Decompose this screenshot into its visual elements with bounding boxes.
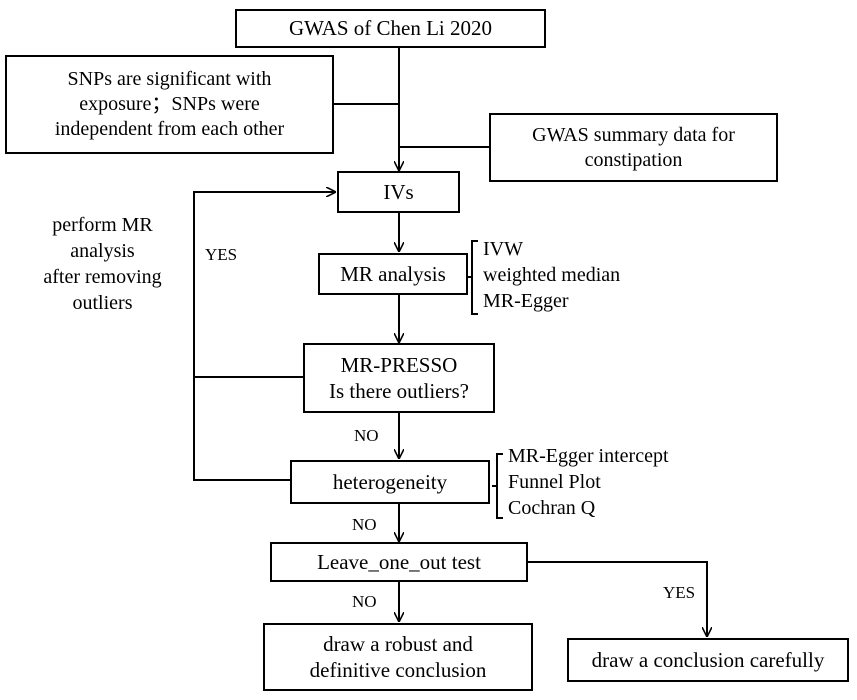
mr-presso-line-1: MR-PRESSO xyxy=(340,352,458,377)
mr-method-weighted-median: weighted median xyxy=(483,264,621,286)
snp-criteria-line-1: SNPs are significant with xyxy=(67,68,272,90)
mr-analysis-label: MR analysis xyxy=(340,261,446,286)
mr-presso-line-2: Is there outliers? xyxy=(329,379,469,403)
mr-methods-list: IVW weighted median MR-Egger xyxy=(483,236,620,314)
gwas-chen-box: GWAS of Chen Li 2020 xyxy=(235,9,546,48)
leave-one-out-box: Leave_one_out test xyxy=(270,542,528,582)
mr-method-ivw: IVW xyxy=(483,238,523,260)
heterogeneity-label: heterogeneity xyxy=(332,469,448,494)
sensitivity-methods-list: MR-Egger intercept Funnel Plot Cochran Q xyxy=(508,443,669,521)
sensitivity-mr-egger-intercept: MR-Egger intercept xyxy=(508,445,669,467)
mr-analysis-box: MR analysis xyxy=(318,253,468,295)
careful-conclusion-label: draw a conclusion carefully xyxy=(591,647,825,672)
edge-heterogeneity-loop xyxy=(193,192,335,481)
robust-conclusion-line-1: draw a robust and xyxy=(323,631,473,656)
gwas-chen-label: GWAS of Chen Li 2020 xyxy=(289,16,492,41)
edge-leave-to-careful xyxy=(528,561,707,636)
sensitivity-cochran-q: Cochran Q xyxy=(508,497,596,519)
heterogeneity-box: heterogeneity xyxy=(290,460,490,504)
snp-criteria-line-3: independent from each other xyxy=(54,118,285,140)
sensitivity-funnel-plot: Funnel Plot xyxy=(508,471,601,493)
mr-method-mr-egger: MR-Egger xyxy=(483,290,569,312)
snp-criteria-line-2: exposure；SNPs were xyxy=(79,93,260,115)
ivs-label: IVs xyxy=(383,179,414,204)
gwas-summary-line-2: constipation xyxy=(584,148,683,171)
label-yes-leave: YES xyxy=(663,583,696,602)
label-no-leave: NO xyxy=(352,592,377,611)
label-no-presso: NO xyxy=(354,426,379,445)
mr-presso-box: MR-PRESSO Is there outliers? xyxy=(303,343,495,413)
label-no-heterogeneity: NO xyxy=(352,515,377,534)
rerun-note-line-2: analysis xyxy=(70,240,135,262)
rerun-note-line-4: outliers xyxy=(72,292,133,314)
label-yes-loop: YES xyxy=(205,245,238,264)
robust-conclusion-line-2: definitive conclusion xyxy=(309,658,487,682)
brace-sensitivity-methods xyxy=(492,453,503,519)
rerun-note: perform MR analysis after removing outli… xyxy=(40,212,165,316)
ivs-box: IVs xyxy=(337,171,460,213)
careful-conclusion-box: draw a conclusion carefully xyxy=(567,638,849,682)
gwas-summary-line-1: GWAS summary data for xyxy=(532,123,735,146)
snp-criteria-box: SNPs are significant with exposure；SNPs … xyxy=(5,55,334,154)
rerun-note-line-1: perform MR xyxy=(52,214,153,236)
leave-one-out-label: Leave_one_out test xyxy=(317,549,481,574)
brace-mr-methods xyxy=(467,240,478,315)
gwas-summary-box: GWAS summary data for constipation xyxy=(489,113,778,182)
robust-conclusion-box: draw a robust and definitive conclusion xyxy=(263,623,533,691)
rerun-note-line-3: after removing xyxy=(43,266,162,288)
